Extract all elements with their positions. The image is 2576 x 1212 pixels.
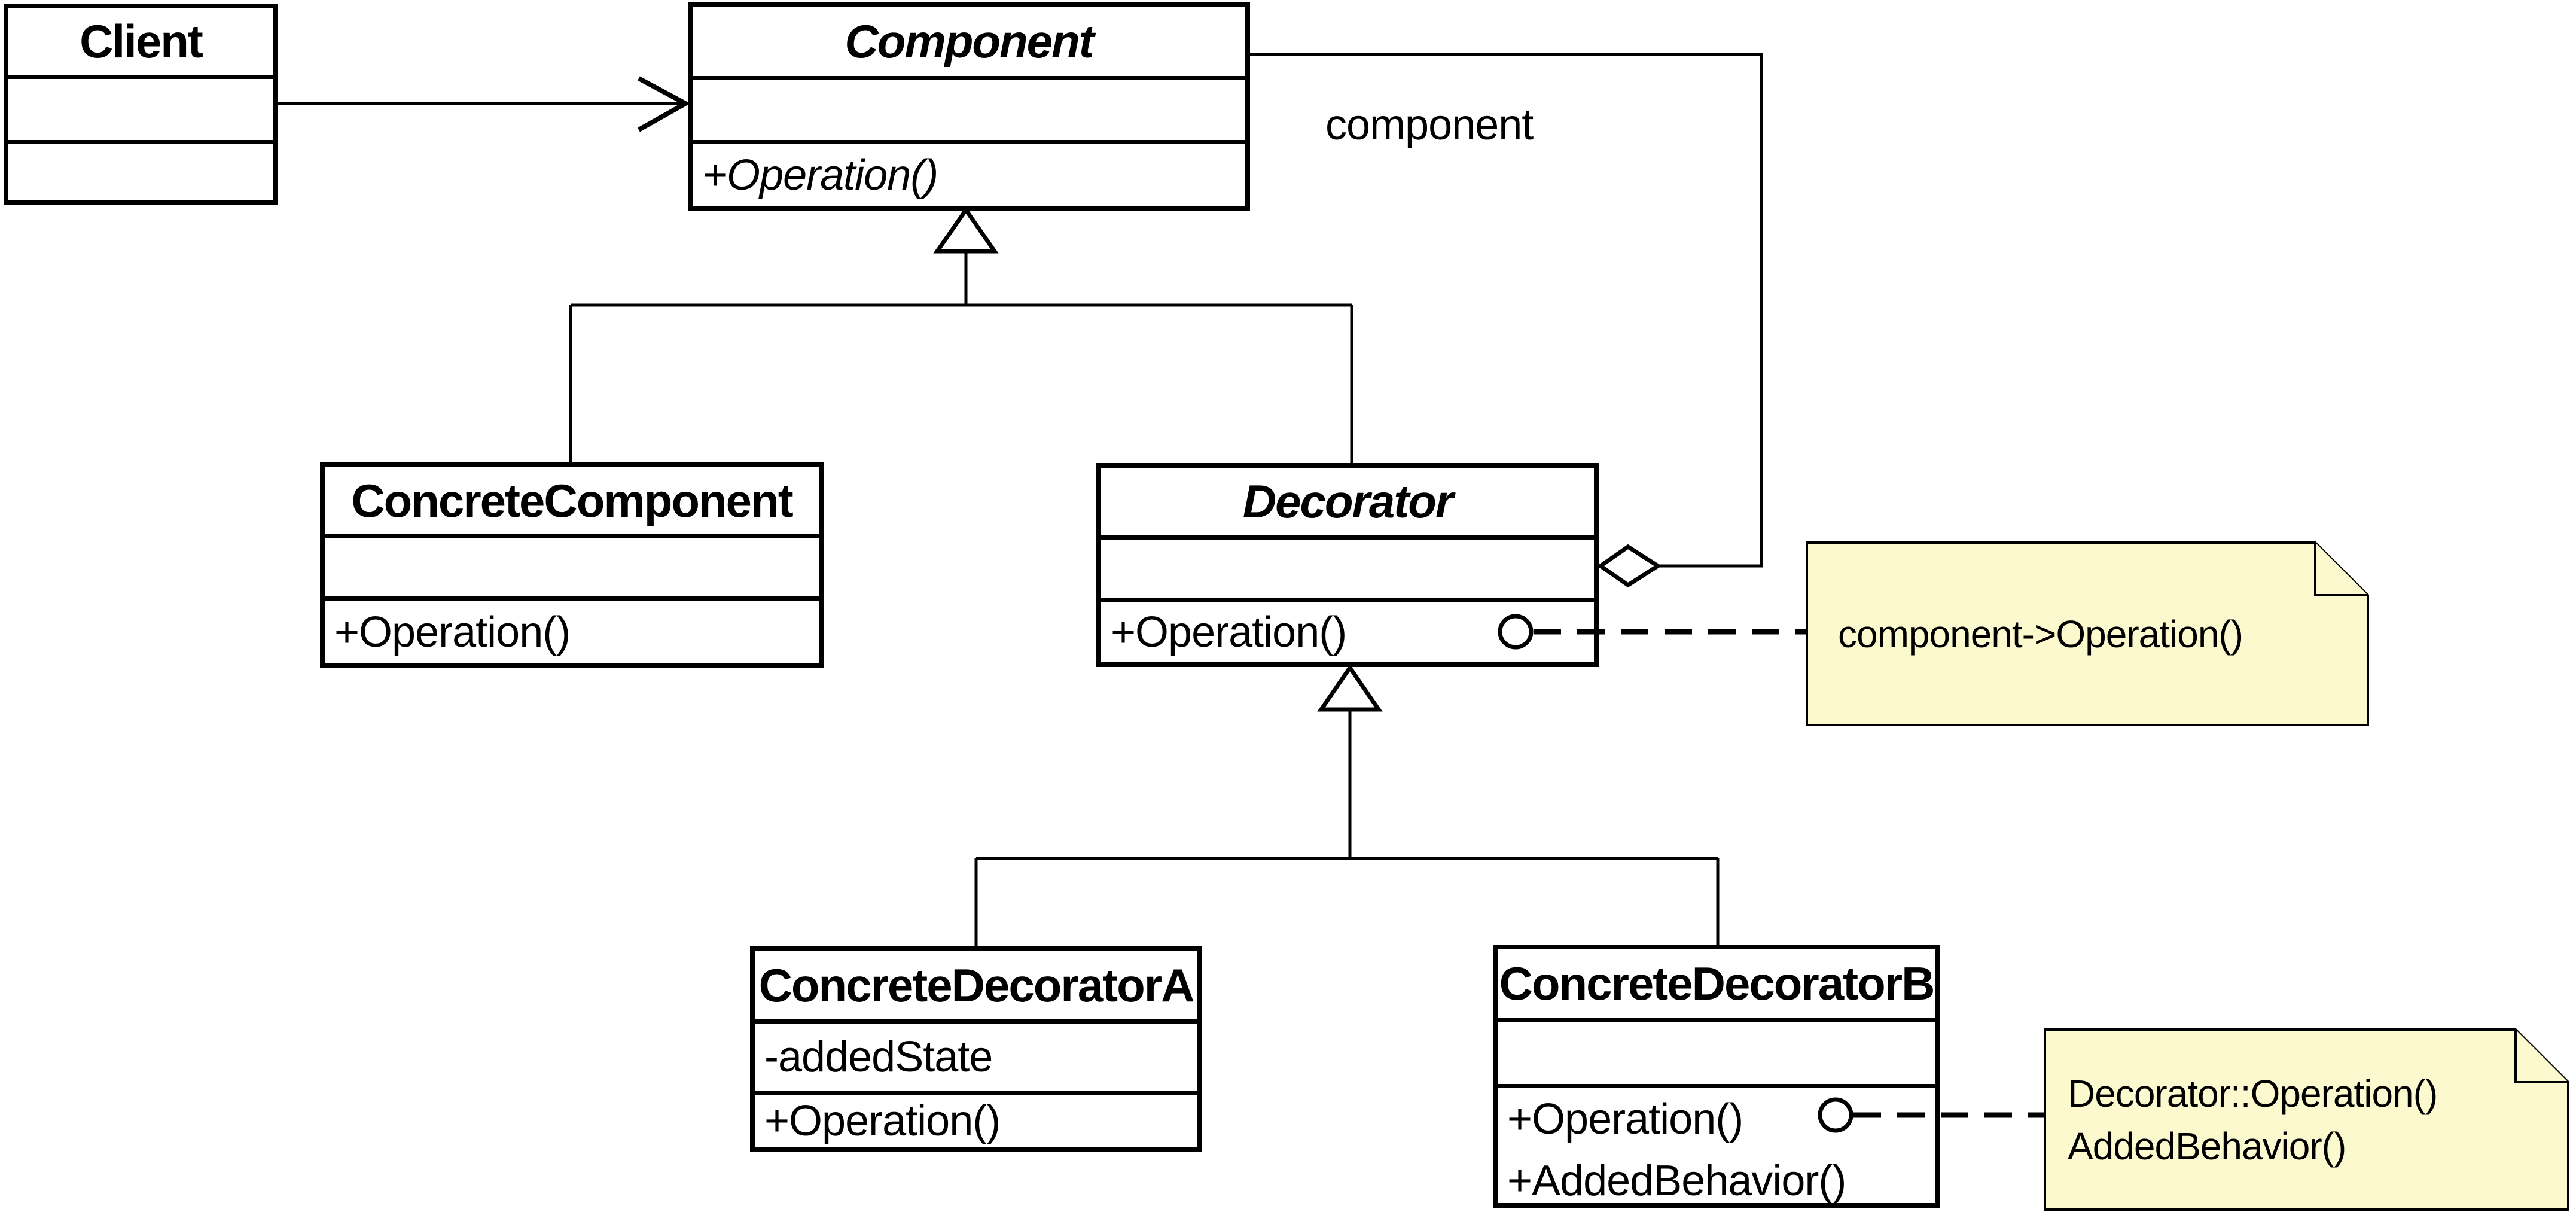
component-attributes-compartment: [693, 76, 1245, 140]
concrete-decorator-a-method-operation: +Operation(): [755, 1091, 1197, 1147]
class-box-decorator: Decorator +Operation(): [1096, 463, 1599, 667]
component-title: Component: [845, 15, 1094, 68]
note-decorator-operation-text: component->Operation(): [1807, 543, 2368, 725]
concrete-component-method-operation: +Operation(): [325, 596, 819, 663]
decorator-attributes-compartment: [1101, 535, 1594, 598]
decorator-method-operation: +Operation(): [1101, 598, 1594, 662]
concrete-component-attributes-compartment: [325, 534, 819, 596]
concrete-decorator-a-attribute-addedstate: -addedState: [755, 1019, 1197, 1091]
note-line: Decorator::Operation(): [2068, 1071, 2438, 1115]
concrete-decorator-b-attributes-compartment: [1498, 1018, 1935, 1084]
client-methods-compartment: [8, 140, 273, 200]
note-concrete-decorator-b-text: Decorator::Operation() AddedBehavior(): [2045, 1030, 2568, 1210]
inheritance-triangle-icon: [933, 206, 999, 254]
note-line: AddedBehavior(): [2068, 1124, 2346, 1168]
aggregation-diamond-icon: [1596, 544, 1662, 588]
concrete-component-title: ConcreteComponent: [351, 474, 793, 527]
note-line: component->Operation(): [1838, 612, 2243, 656]
inheritance-triangle-icon: [1317, 663, 1383, 712]
client-attributes-compartment: [8, 75, 273, 140]
client-title: Client: [80, 15, 203, 68]
open-arrowhead-icon: [638, 76, 691, 132]
concrete-decorator-a-title: ConcreteDecoratorA: [758, 958, 1195, 1012]
concrete-decorator-b-method-addedbehavior: +AddedBehavior(): [1507, 1157, 1846, 1203]
class-box-concrete-decorator-b: ConcreteDecoratorB +Operation() +AddedBe…: [1493, 945, 1940, 1208]
concrete-decorator-b-method-operation: +Operation(): [1507, 1095, 1743, 1143]
class-box-component: Component +Operation(): [688, 2, 1250, 211]
decorator-title: Decorator: [1242, 475, 1453, 528]
class-box-concrete-decorator-a: ConcreteDecoratorA -addedState +Operatio…: [750, 946, 1202, 1152]
concrete-decorator-b-title: ConcreteDecoratorB: [1499, 957, 1935, 1010]
component-method-operation: +Operation(): [693, 140, 1245, 206]
aggregation-role-label: component: [1325, 101, 1534, 149]
class-box-client: Client: [4, 4, 278, 205]
concrete-decorator-b-methods-compartment: +Operation() +AddedBehavior(): [1498, 1084, 1935, 1203]
class-box-concrete-component: ConcreteComponent +Operation(): [320, 462, 824, 668]
